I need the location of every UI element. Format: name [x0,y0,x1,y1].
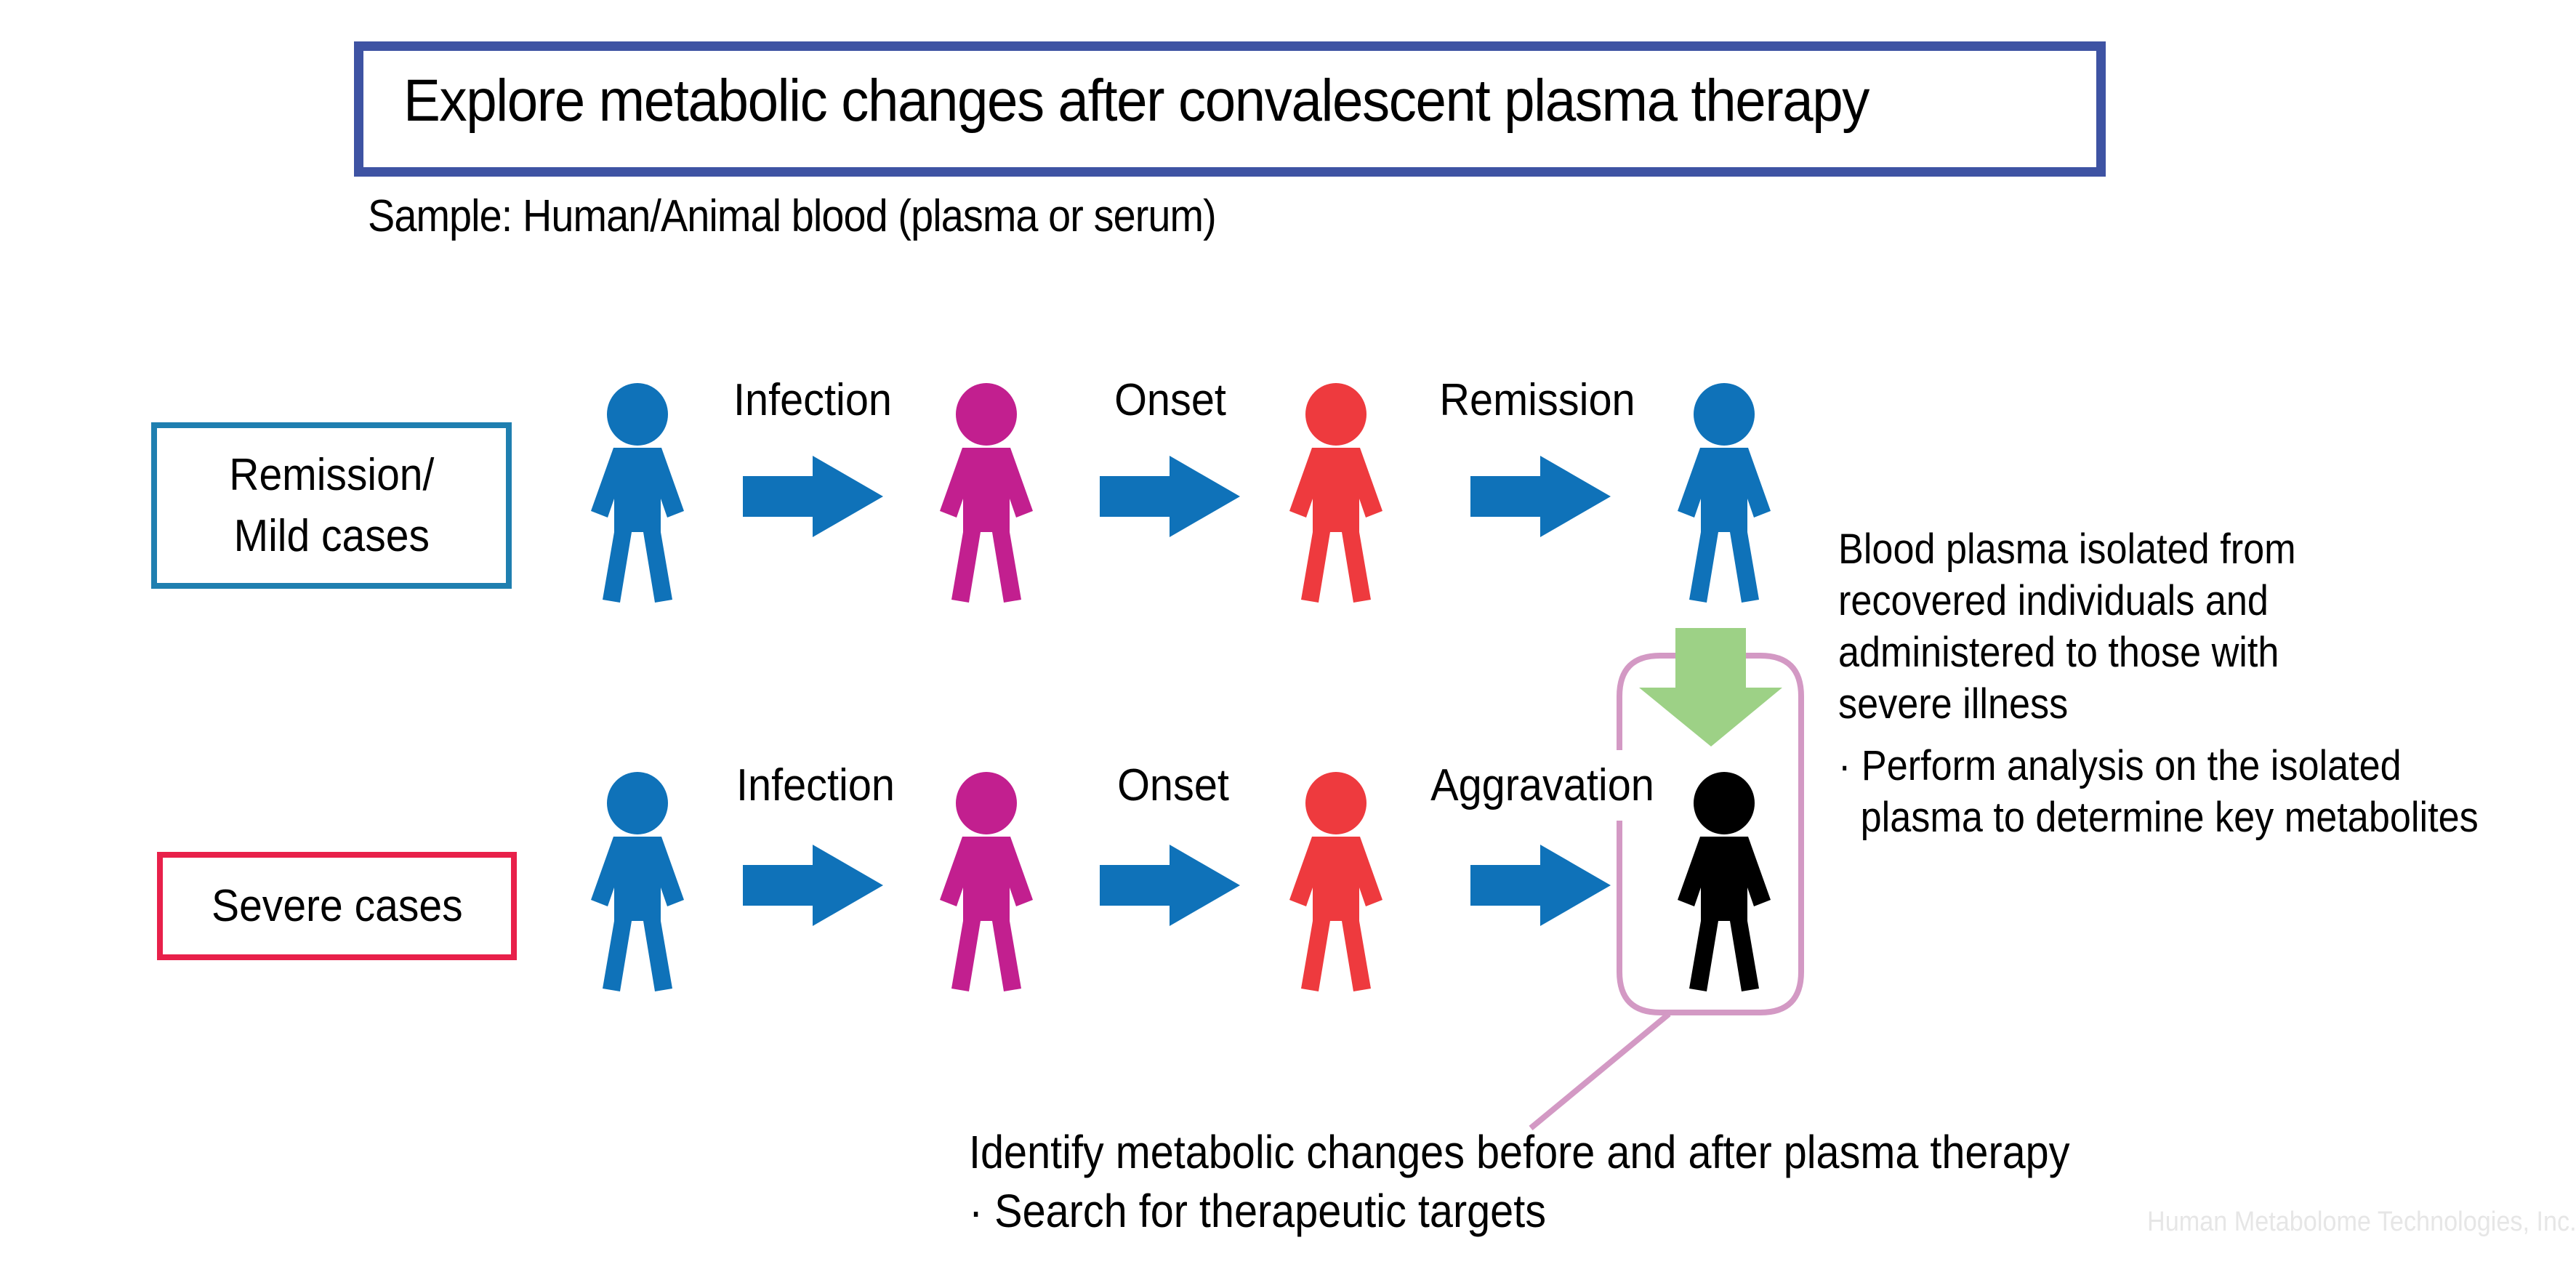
step-label-onset-severe: Onset [1117,760,1229,810]
plasma-note-line: administered to those with [1838,629,2279,676]
arrow-right-icon [1100,456,1240,537]
severe-cases-box: Severe cases [157,852,517,960]
therapy-note: Identify metabolic changes before and af… [969,1123,2070,1241]
mild-cases-box: Remission/ Mild cases [151,422,512,589]
plasma-note-line: severe illness [1838,680,2069,728]
person-head [1694,383,1755,446]
person-head [1694,772,1755,834]
arrow-right-icon [1470,456,1611,537]
person-head [1305,772,1367,834]
person-body [1678,448,1771,603]
arrow-right-icon [743,845,883,926]
person-body [1289,448,1382,603]
person-body [940,837,1033,991]
person-aggravated-icon [1678,772,1771,991]
therapy-note-bullet: · Search for therapeutic targets [969,1185,1546,1237]
person-head [607,772,668,834]
person-healthy-icon [591,383,684,603]
person-head [956,383,1017,446]
person-onset-icon [1289,383,1382,603]
mild-cases-label-line-2: Mild cases [233,510,430,561]
person-head [607,383,668,446]
step-label-infection-mild: Infection [733,375,892,425]
plasma-note: Blood plasma isolated from recovered ind… [1838,523,2479,843]
arrow-right-icon [1100,845,1240,926]
title-box [354,41,2106,177]
person-body [940,448,1033,603]
step-label-remission: Remission [1439,375,1635,425]
person-body [1289,837,1382,991]
severe-cases-label: Severe cases [211,881,463,931]
callout-line [1529,1011,1671,1131]
arrow-right-icon [1470,845,1611,926]
page-title: Explore metabolic changes after convales… [403,68,1869,134]
person-body [591,448,684,603]
person-healthy-icon [1678,383,1771,603]
plasma-note-line: Blood plasma isolated from [1838,526,2296,573]
step-label-aggravation: Aggravation [1430,760,1654,810]
company-watermark: Human Metabolome Technologies, Inc. [2147,1207,2576,1237]
mild-cases-label-line-1: Remission/ [228,449,435,500]
person-head [956,772,1017,834]
arrow-right-icon [743,456,883,537]
step-label-infection-severe: Infection [736,760,895,810]
plasma-note-bullet-continuation: plasma to determine key metabolites [1860,794,2479,841]
person-body [591,837,684,991]
plasma-note-bullet: · Perform analysis on the isolated [1838,742,2402,789]
sample-subtitle: Sample: Human/Animal blood (plasma or se… [368,191,1217,241]
step-label-onset-mild: Onset [1114,375,1226,425]
person-body [1678,837,1771,991]
person-onset-icon [1289,772,1382,991]
person-infected-icon [940,383,1033,603]
plasma-note-line: recovered individuals and [1838,577,2269,624]
person-infected-icon [940,772,1033,991]
plasma-transfer-arrow [1639,628,1782,746]
highlight-box [1617,653,1804,1015]
person-healthy-icon [591,772,684,991]
therapy-note-line: Identify metabolic changes before and af… [969,1126,2070,1178]
person-head [1305,383,1367,446]
